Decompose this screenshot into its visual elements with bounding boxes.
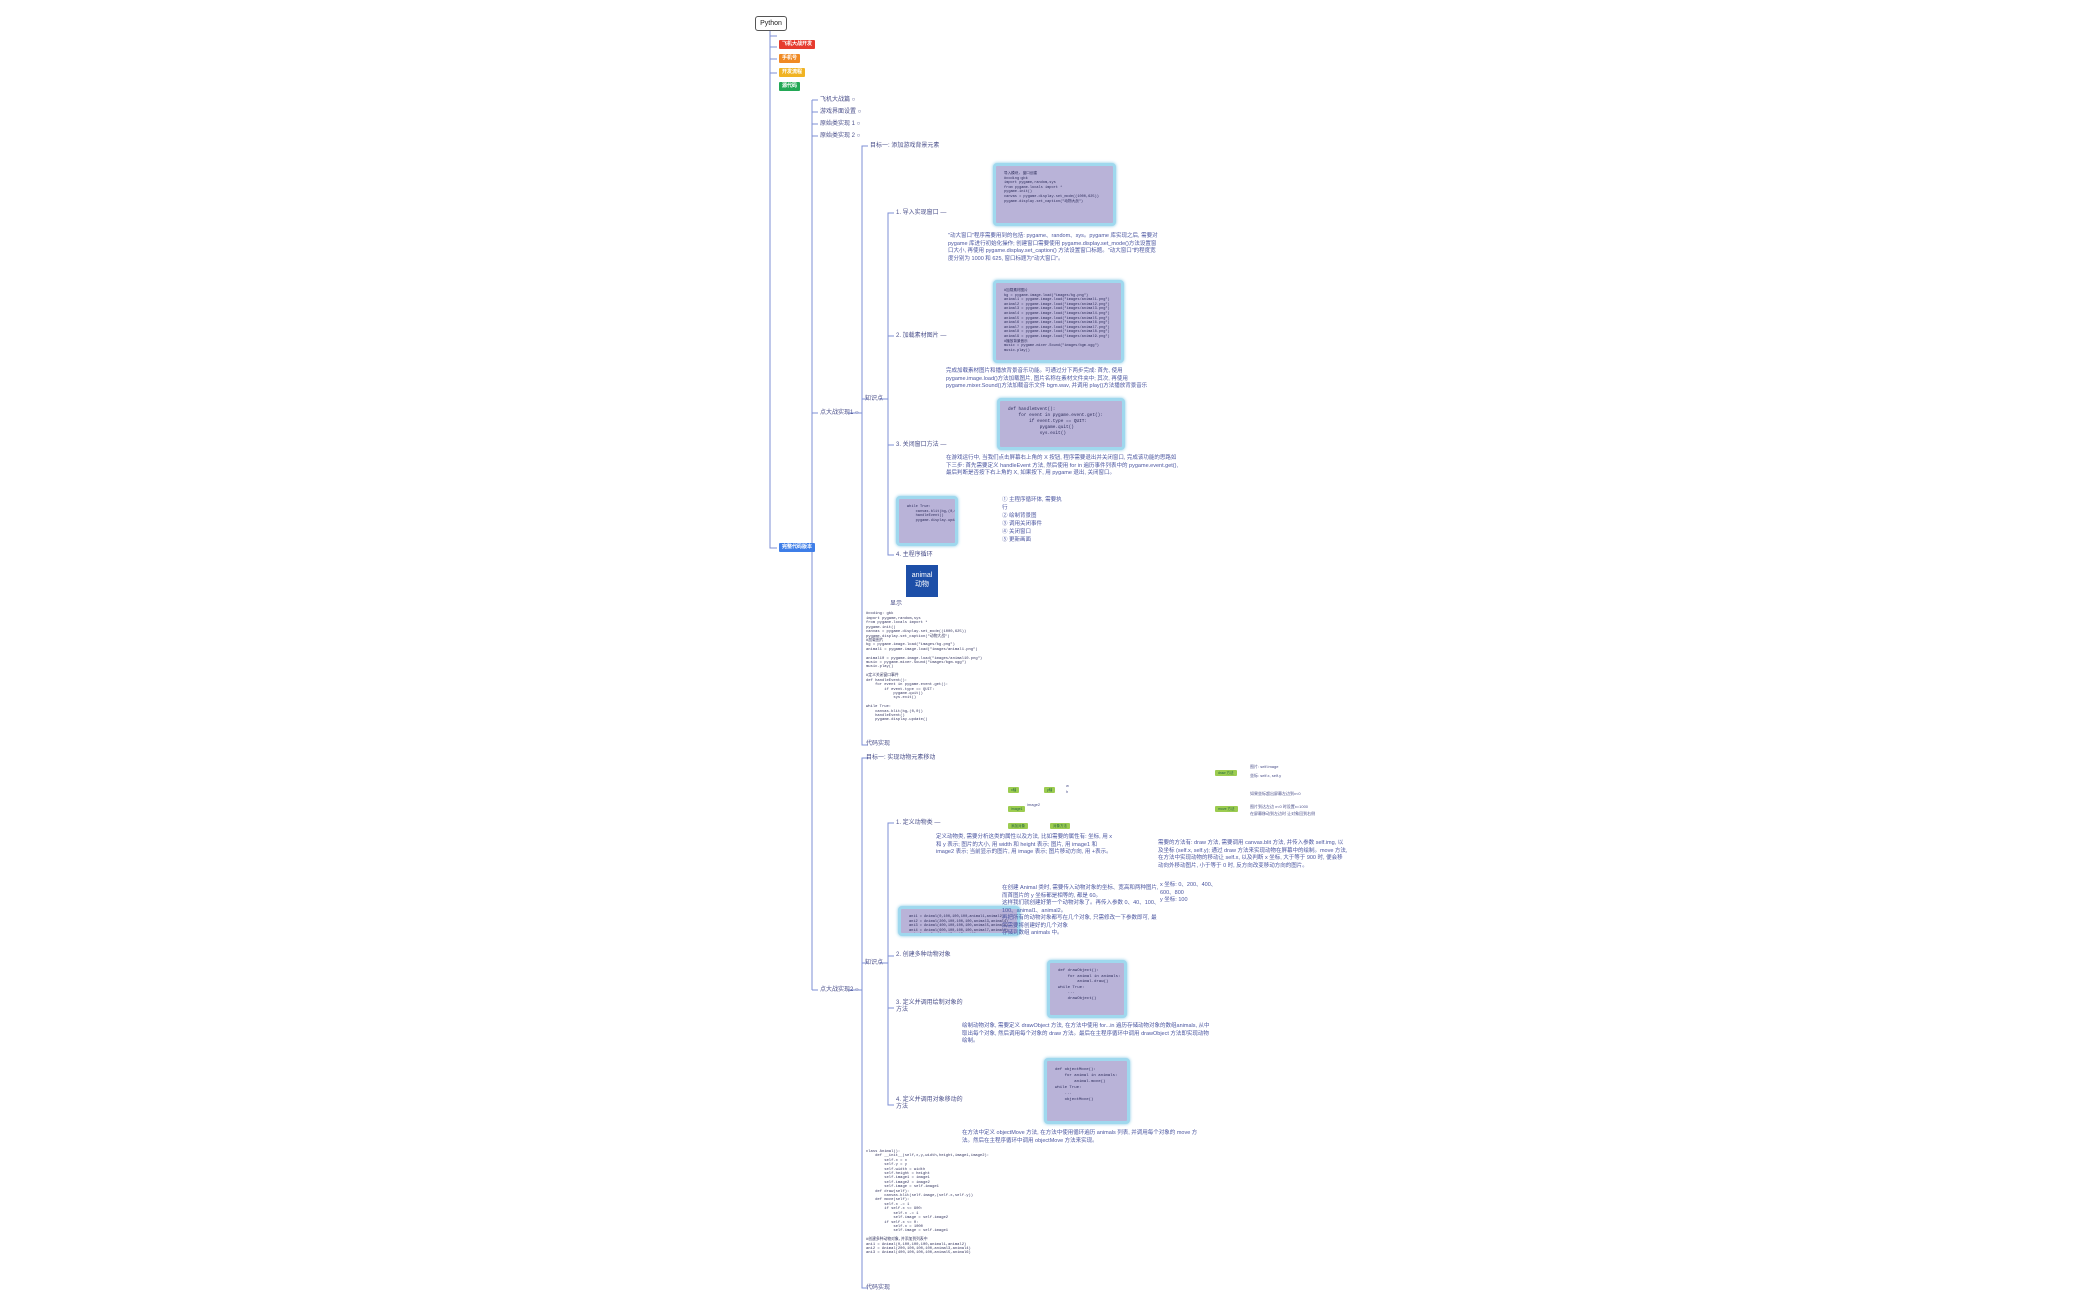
b2-step-1[interactable]: 1. 定义动物类 — [896,820,941,826]
tag-source[interactable]: 源代码 [779,82,801,91]
b2-code-block: class Animal(): def __init__(self,x,y,wi… [866,1150,990,1256]
loop-note-3: ③ 调用关闭事件 [1002,521,1043,527]
b1-footer[interactable]: 代码实现 [866,741,891,747]
loop-note-5: ⑤ 更新画面 [1002,537,1032,543]
para-create: 在创建 Animal 类时, 需要传入动物对象的坐标、宽高和两种图片, 而首图片… [1002,885,1162,938]
mini-add[interactable]: 添加对象 [1008,823,1028,829]
root-node[interactable]: Python [755,16,787,31]
tag-feiji[interactable]: 飞机大战开发 [779,40,816,49]
branch1-node[interactable]: 点大战实现1 ○ [820,410,859,416]
para-create-4: 存储到数组 animals 中。 [1002,930,1063,936]
side-note-1: 图片: self.image [1250,764,1279,769]
coord-note-x: x 坐标: 0、200、400、600、800 [1160,882,1217,896]
code-card-init: 导入模块, 窗口创建 #coding:gbk import pygame,ran… [993,163,1116,226]
loop-notes: ① 主程序循环体, 需要执行 ② 绘制背景图 ③ 调用关闭事件 ④ 关闭窗口 ⑤… [1002,496,1062,544]
mini-h: h [1066,789,1069,794]
para-methods: 需要的方法有: draw 方法, 需要调用 canvas.blit 方法, 并传… [1158,840,1348,869]
para-close: 在游戏运行中, 当我们点击屏幕右上角的 X 按钮, 程序需要退出并关闭窗口, 完… [946,455,1178,476]
mini-y[interactable]: y轴 [1044,787,1056,793]
para-create-2: 这样我们就创建好第一个动物对象了。再传入参数 0、40、100、100、anim… [1002,900,1160,914]
top-item-2[interactable]: 游戏界面设置 ○ [820,109,862,115]
branch1-header[interactable]: 目标一: 添加游戏背景元素 [870,143,940,149]
loop-note-1: ① 主程序循环体, 需要执行 [1002,497,1062,511]
branch2-node[interactable]: 点大战实现2 ○ [820,987,859,993]
side-note-5: 在屏幕移动到左边时 让对象回到右侧 [1250,811,1316,816]
b2-step-2[interactable]: 2. 创建多种动物对象 [896,952,951,958]
b1-code-title: #coding: gbk [866,612,894,616]
code-card-loop: while True: canvas.blit(bg,(0,0)) handle… [896,496,958,546]
tag-full-code[interactable]: 完整代码版本 [779,543,816,552]
mini-x[interactable]: x轴 [1008,787,1020,793]
mini-w: w [1066,783,1069,788]
mini-image2: image2 [1027,802,1041,807]
tag-phone[interactable]: 手机号 [779,54,801,63]
tile-caption: 显示 [890,601,903,607]
coord-notes: x 坐标: 0、200、400、600、800 y 坐标: 100 [1160,882,1230,905]
tile-text: animal 动物 [911,572,933,588]
b1-step-1[interactable]: 1. 导入实现窗口 — [896,210,947,216]
code-card-create: ani1 = Animal(0,100,100,100,animal1,anim… [898,906,1020,936]
b1-code-block: import pygame,random,sys from pygame.loc… [866,617,983,723]
top-item-1[interactable]: 飞机大战篇 ○ [820,97,856,103]
b2-footer[interactable]: 代码实现 [866,1285,891,1291]
side-note-3: 如果坐标超出屏幕左边到x<0 [1250,791,1301,796]
code-card-close: def handleEvent(): for event in pygame.e… [997,398,1125,450]
b2-step-4[interactable]: 4. 定义并调用对象移动的 方法 [896,1097,963,1110]
tag-flow[interactable]: 开发流程 [779,68,806,77]
b1-step-4[interactable]: 4. 主程序循环 [896,552,933,558]
coord-note-y: y 坐标: 100 [1160,897,1188,903]
para-draw: 绘制动物对象, 需要定义 drawObject 方法, 在方法中使用 for..… [962,1023,1210,1044]
side-note-2: 坐标: self.x, self.y [1250,773,1282,778]
mini-image[interactable]: image1 [1008,806,1026,812]
para-init: "动大窗口"程序需要用到的包括: pygame、random、sys。pygam… [948,233,1158,262]
para-class: 定义动物类, 需要分析这类的属性以及方法, 比如需要的属性有: 坐标, 用 x … [936,834,1113,855]
top-item-3[interactable]: 原始类实现 1 ○ [820,121,861,127]
side-move[interactable]: move 方法 [1215,806,1238,812]
b1-step-2[interactable]: 2. 加载素材图片 — [896,333,947,339]
code-card-images: #加载素材图片 bg = pygame.image.load("images/b… [993,280,1124,363]
branch1-group[interactable]: 知识点 [865,396,884,402]
para-create-1: 在创建 Animal 类时, 需要传入动物对象的坐标、宽高和两种图片, 而首图片… [1002,885,1159,899]
branch2-group[interactable]: 知识点 [865,960,884,966]
branch2-header[interactable]: 目标一: 实现动物元素移动 [866,755,936,761]
para-images: 完成加载素材图片和播放背景音乐功能。可通过分下两步完成: 首先, 使用pygam… [946,368,1148,389]
mini-method[interactable]: 对象方法 [1050,823,1070,829]
loop-note-2: ② 绘制背景图 [1002,513,1037,519]
b2-step-3[interactable]: 3. 定义并调用绘制对象的 方法 [896,1000,963,1013]
para-create-3: 再把所有的动物对象都写在几个对象, 只需修改一下参数即可, 最后需要将创建好的几… [1002,915,1157,929]
loop-note-4: ④ 关闭窗口 [1002,529,1032,535]
top-item-4[interactable]: 原始类实现 2 ○ [820,133,861,139]
side-note-4: 图片到达左边 x<0 时设置x=1000 [1250,804,1309,809]
side-draw[interactable]: draw 方法 [1215,770,1237,776]
b1-step-3[interactable]: 3. 关闭窗口方法 — [896,442,947,448]
para-move: 在方法中定义 objectMove 方法, 在方法中使用循环遍历 animals… [962,1130,1198,1144]
code-card-move: def objectMove(): for animal in animals:… [1044,1058,1130,1124]
animal-image-tile: animal 动物 [906,565,938,597]
code-card-draw: def drawObject(): for animal in animals:… [1047,960,1127,1018]
